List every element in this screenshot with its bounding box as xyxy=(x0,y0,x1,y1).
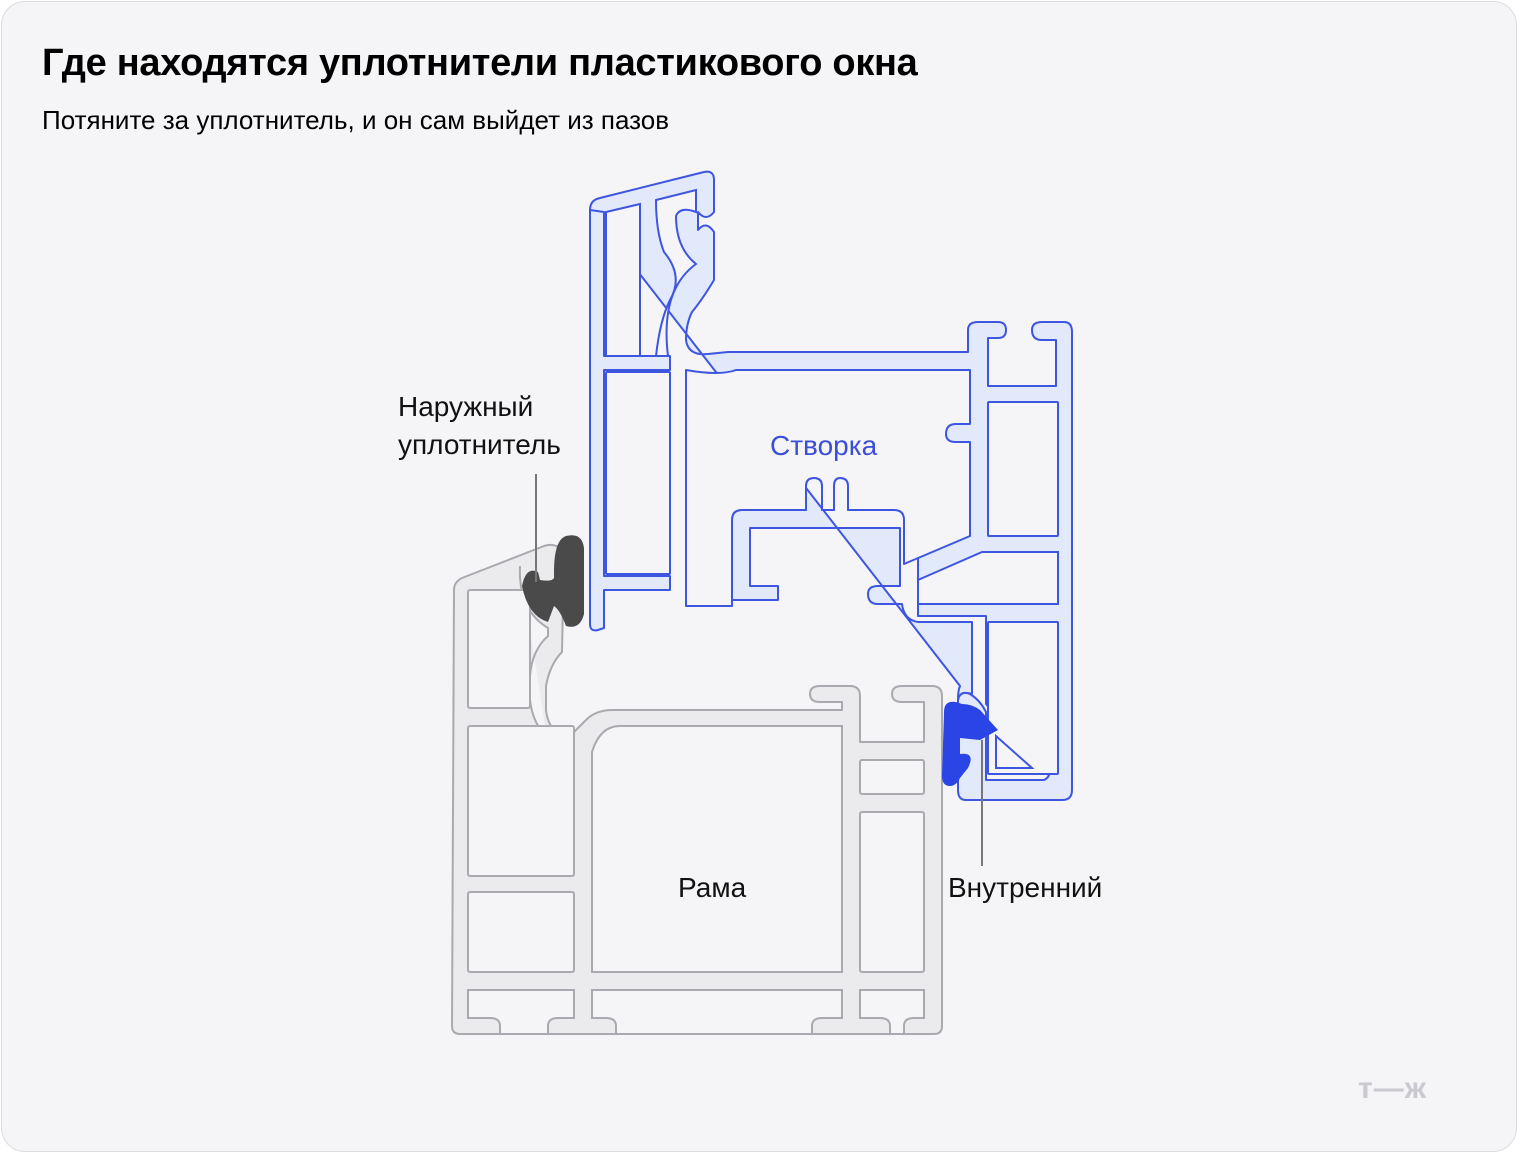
frame-chamber xyxy=(467,891,575,973)
page-subtitle: Потяните за уплотнитель, и он сам выйдет… xyxy=(42,105,670,135)
sash-label: Створка xyxy=(770,430,878,461)
frame-label: Рама xyxy=(678,872,747,903)
frame-bottom-channel xyxy=(859,989,925,1035)
sash-left-wall xyxy=(589,209,671,632)
outer-seal xyxy=(522,535,584,627)
sash-triangle xyxy=(995,733,1035,769)
frame-chamber xyxy=(859,759,925,795)
inner-seal-label: Внутренний xyxy=(948,872,1103,903)
sash-interior xyxy=(685,369,971,607)
sash-chamber xyxy=(605,371,671,575)
frame-main-chamber xyxy=(591,725,843,973)
outer-seal-label-line1: Наружный xyxy=(398,391,534,422)
sash-hook xyxy=(654,188,698,357)
frame-bottom-channel xyxy=(591,989,843,1035)
brand-logo: т—ж xyxy=(1358,1072,1427,1105)
frame-profile xyxy=(451,543,943,1035)
inner-seal xyxy=(942,701,998,786)
frame-bottom-channel xyxy=(467,989,575,1035)
frame-chamber xyxy=(467,725,575,877)
frame-chamber xyxy=(467,589,531,709)
sash-chamber xyxy=(917,551,1059,605)
page-title: Где находятся уплотнители пластикового о… xyxy=(42,42,918,84)
outer-seal-label-line2: уплотнитель xyxy=(398,429,561,460)
sash-profile xyxy=(589,170,1073,801)
frame-chamber xyxy=(859,811,925,973)
outer-seal-label: Наружный уплотнитель xyxy=(398,388,561,464)
sash-chamber xyxy=(987,401,1059,537)
sash-chamber xyxy=(987,621,1059,775)
sash-chamber xyxy=(605,202,641,357)
